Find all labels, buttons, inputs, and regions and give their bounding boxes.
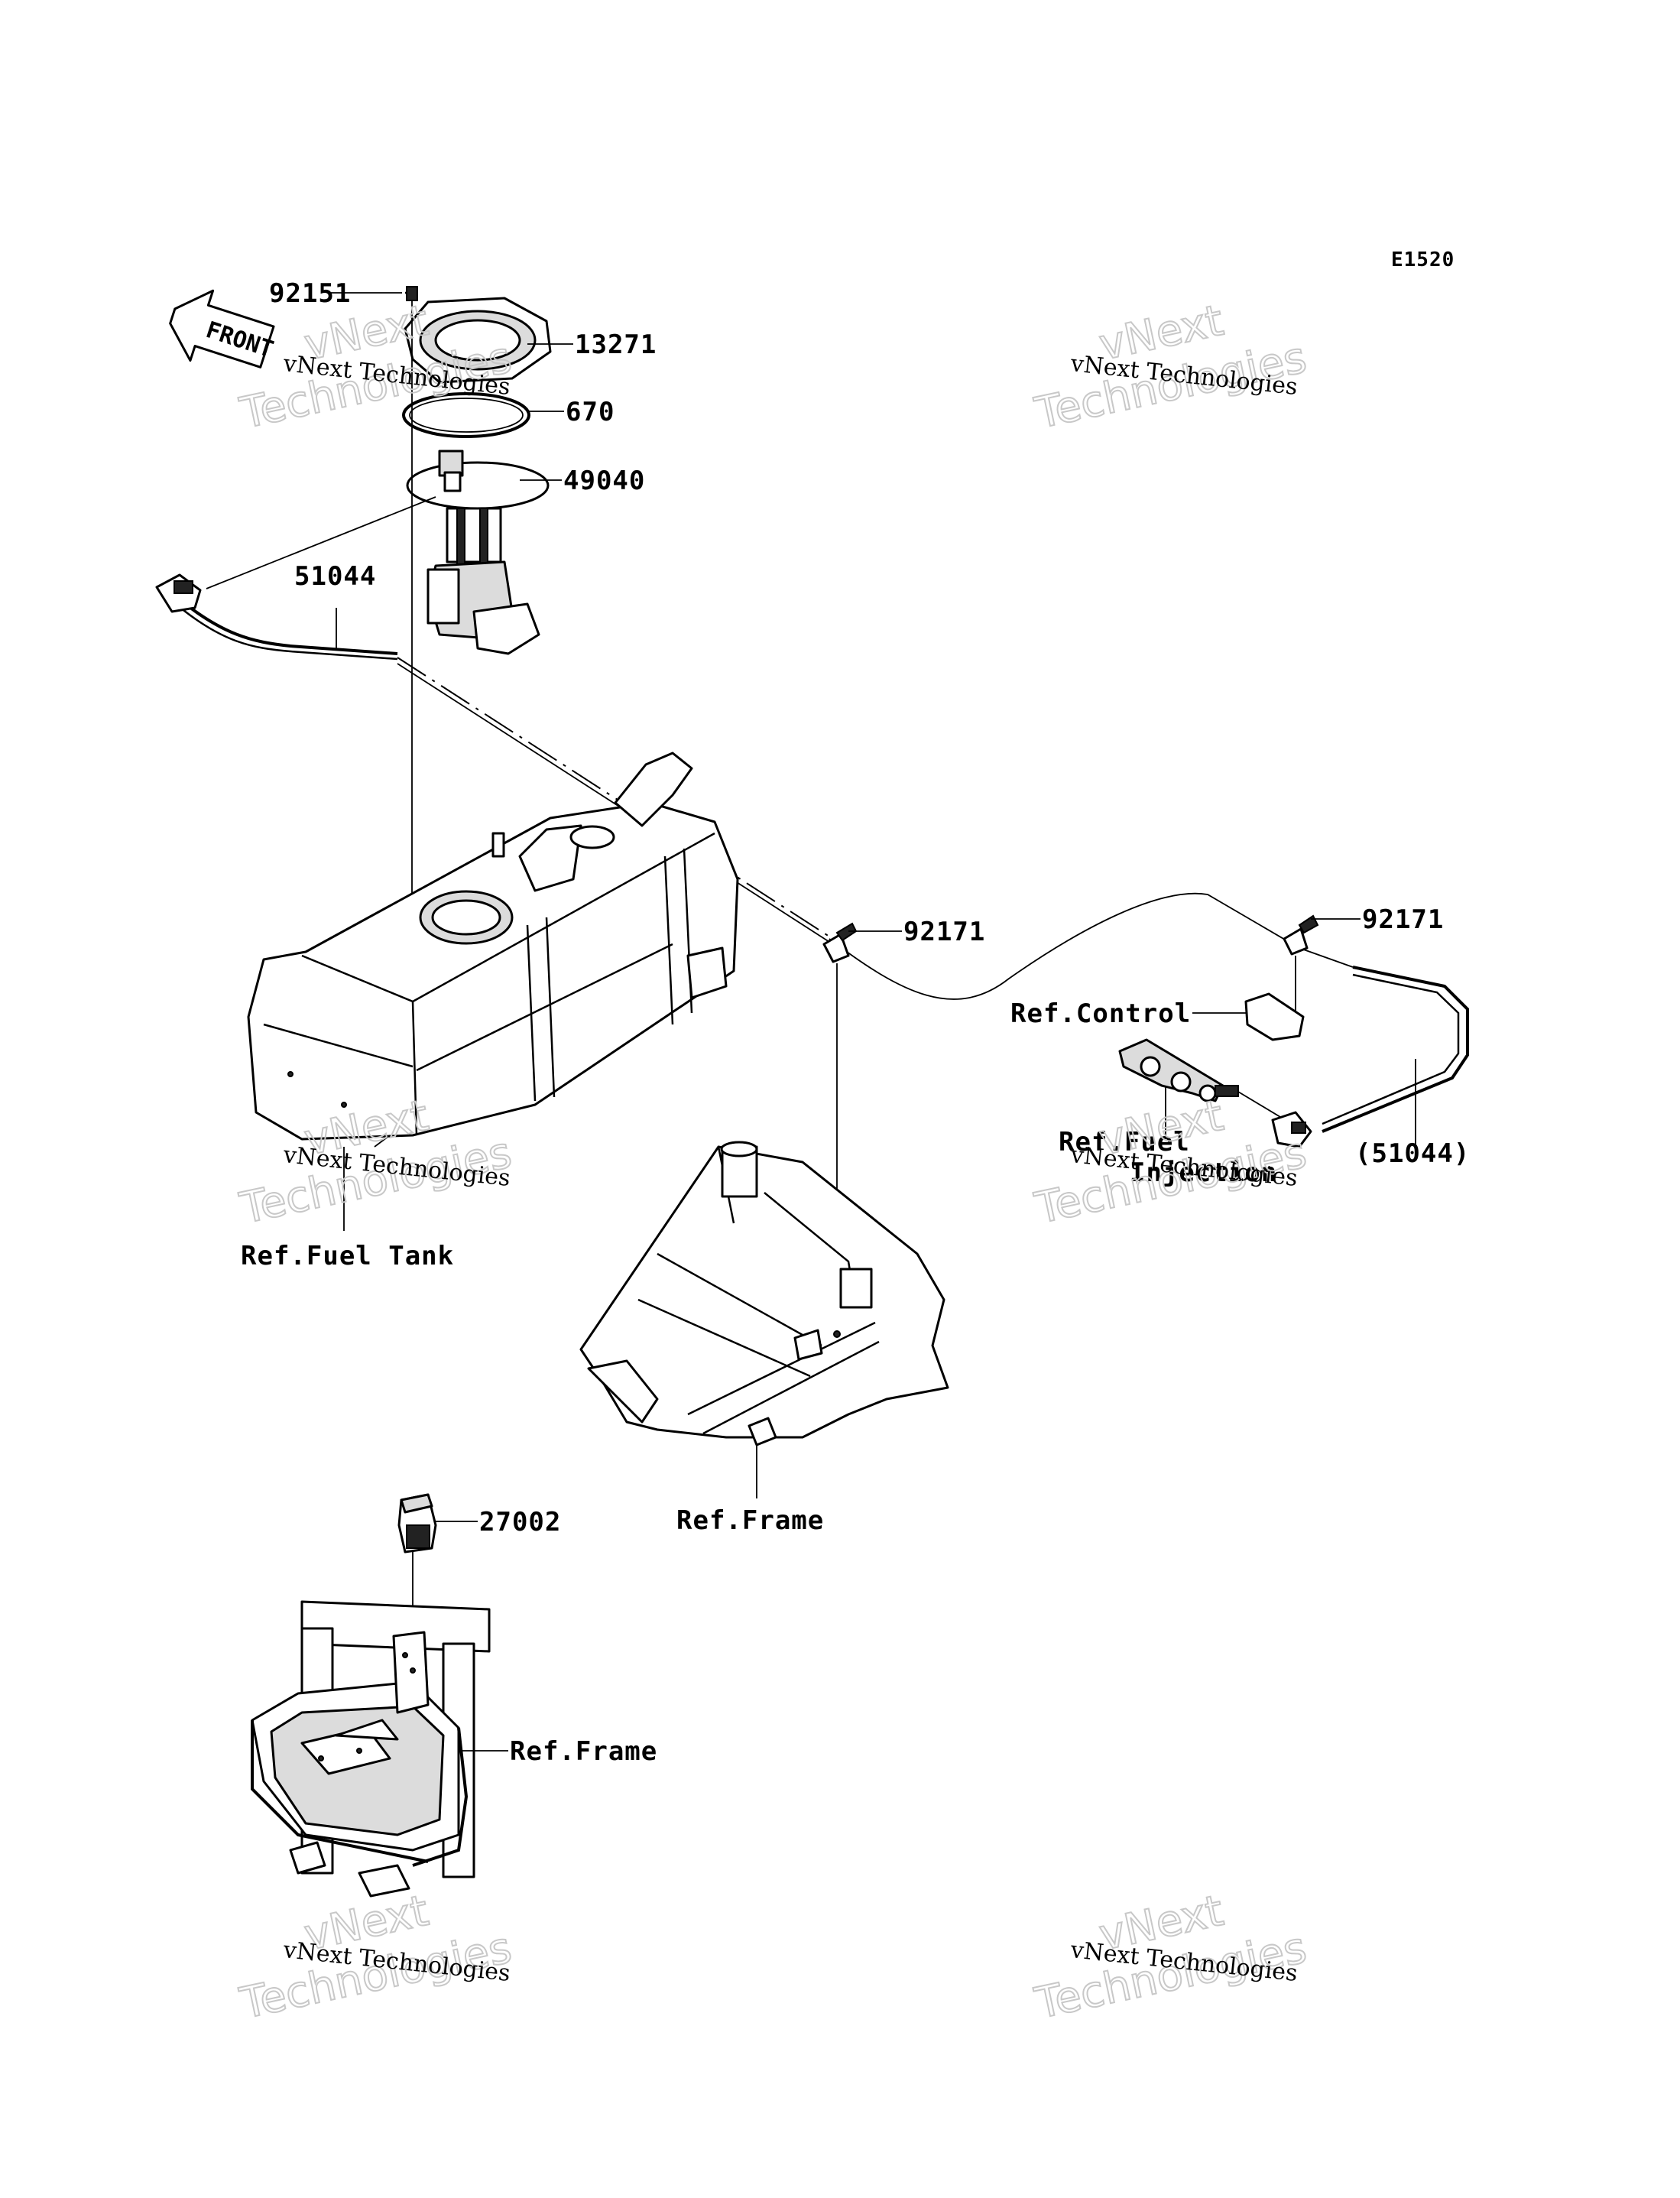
fuel-line: [829, 892, 1354, 1000]
clamp-92171-b: [1283, 914, 1319, 956]
fuel-pump-49040: [406, 450, 550, 655]
callout-92171-b: 92171: [1362, 904, 1444, 935]
relay-27002: [397, 1493, 437, 1554]
callout-92171-a: 92171: [903, 917, 985, 947]
fuel-tank: [247, 752, 739, 1148]
callout-13271: 13271: [575, 330, 657, 360]
callout-27002: 27002: [479, 1507, 561, 1537]
ref-frame-bottom: Ref.Frame: [510, 1736, 657, 1767]
clamp-92171-a: [822, 922, 858, 963]
pump-cover-13271: [404, 297, 552, 384]
callout-51044-ref: (51044): [1355, 1138, 1470, 1169]
callout-49040: 49040: [563, 466, 645, 496]
front-arrow-icon: FRONT: [169, 289, 277, 368]
callout-92151: 92151: [269, 278, 351, 309]
ref-frame-center: Ref.Frame: [676, 1505, 824, 1536]
callout-670: 670: [566, 397, 615, 427]
fuel-injection-rail: [1118, 1038, 1239, 1102]
callout-51044: 51044: [294, 561, 376, 592]
control-bracket: [1244, 992, 1305, 1041]
fuel-hose-51044: [155, 573, 398, 661]
ref-fuel-tank: Ref.Fuel Tank: [241, 1241, 454, 1271]
frame-center: [579, 1141, 949, 1446]
diagram-code: E1520: [1391, 248, 1455, 271]
ref-fuel-injection-line2: Injection: [1130, 1157, 1277, 1188]
o-ring-670: [402, 392, 530, 438]
hose-connector: [1271, 1111, 1312, 1148]
ref-control: Ref.Control: [1010, 998, 1191, 1029]
ref-fuel-injection-line1: Ref.Fuel: [1059, 1127, 1190, 1157]
frame-bottom: [251, 1600, 491, 1898]
